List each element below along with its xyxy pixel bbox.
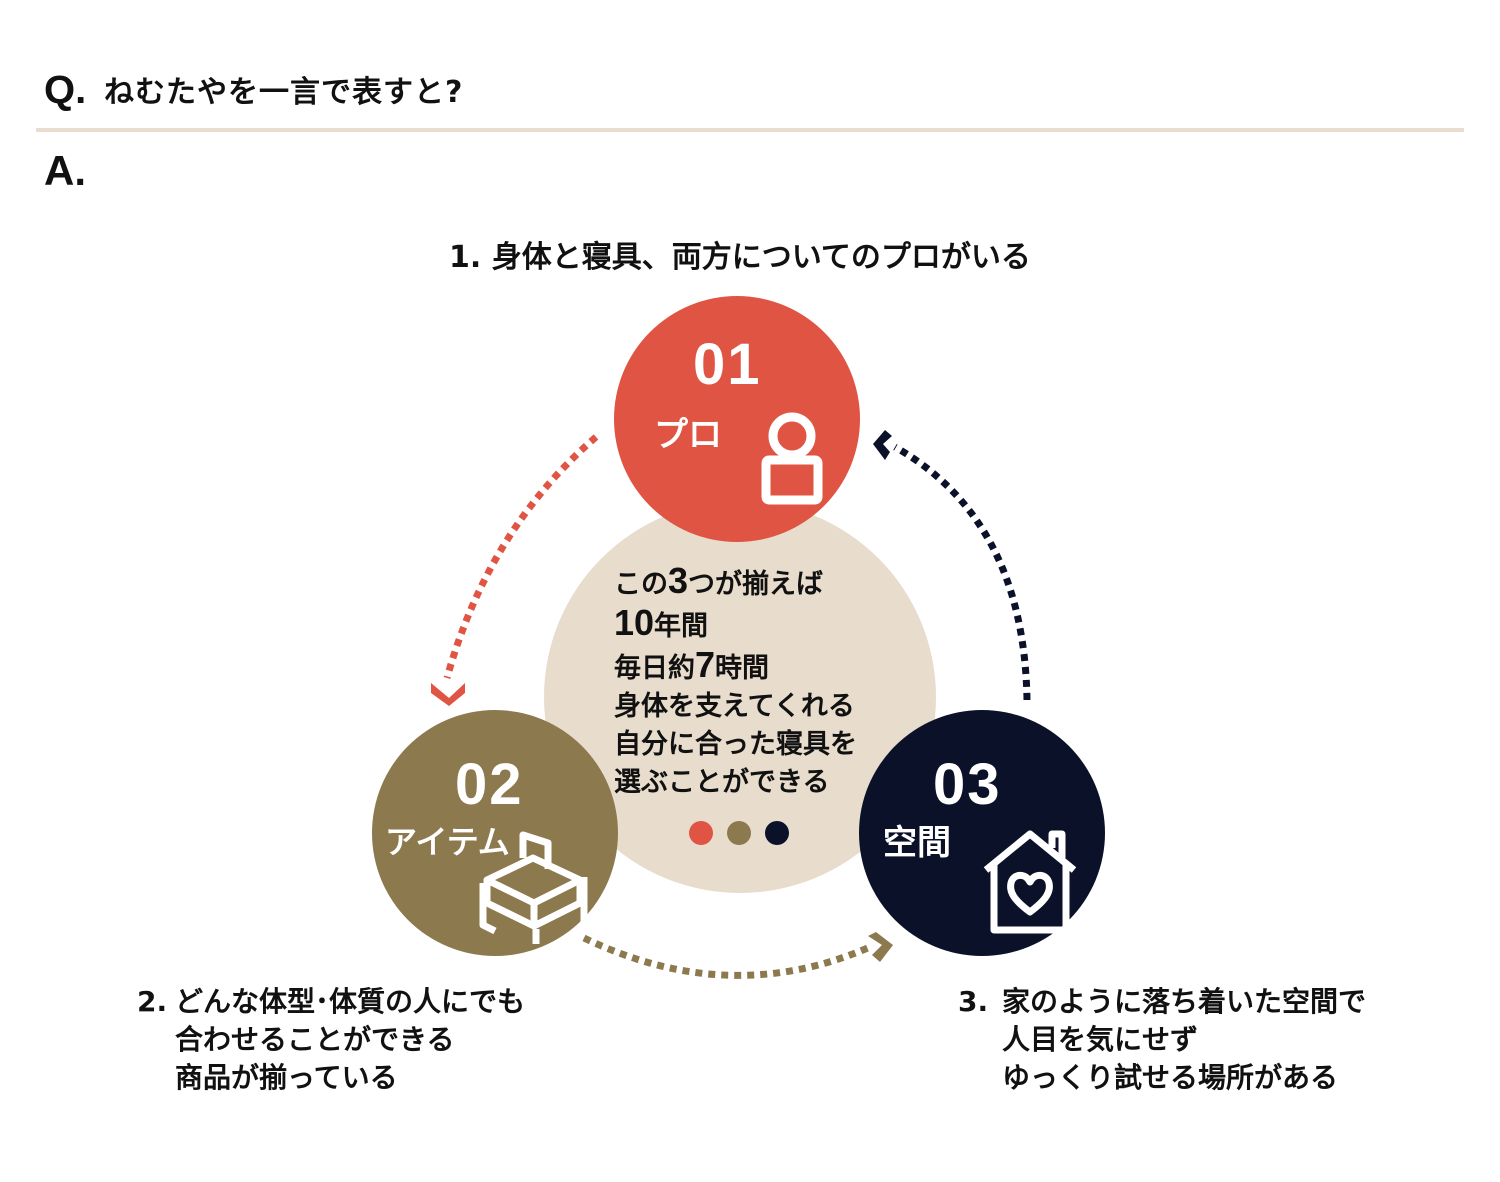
arrow-head-01-to-02	[431, 683, 465, 706]
center-line-1-post: つが揃えば	[688, 569, 824, 600]
point-3-caption: 3. 家のように落ち着いた空間で 人目を気にせず ゆっくり試せる場所がある	[958, 983, 1366, 1097]
center-line-3-post: 時間	[715, 653, 770, 684]
circle-01-number: 01	[693, 332, 762, 397]
point-3-caption-line-3: ゆっくり試せる場所がある	[1002, 1061, 1339, 1094]
center-line-1-pre: この	[614, 569, 668, 600]
center-line-2-post: 年間	[654, 611, 709, 642]
point-2-caption-number: 2.	[137, 985, 168, 1018]
house-heart-icon	[983, 830, 1077, 934]
point-3-caption-line-1: 家のように落ち着いた空間で	[1002, 985, 1367, 1018]
center-text: この3つが揃えば 10年間 毎日約7時間 身体を支えてくれる 自分に合った寝具を…	[614, 562, 857, 802]
circle-03-label: 空間	[883, 823, 951, 863]
answer-label: A.	[44, 147, 86, 194]
point-1-caption-text: 身体と寝具、両方についてのプロがいる	[491, 240, 1031, 275]
center-line-2: 10年間	[614, 604, 857, 646]
center-line-2-num: 10	[614, 602, 655, 643]
arrow-02-to-03	[582, 934, 872, 979]
question-text: ねむたやを一言で表すと?	[104, 75, 464, 110]
person-icon	[761, 412, 823, 505]
point-1-caption: 1. 身体と寝具、両方についてのプロがいる	[449, 240, 1031, 276]
point-3-caption-number: 3.	[958, 985, 989, 1018]
arrow-03-to-01	[893, 443, 1031, 701]
point-2-caption-line-1: どんな体型･体質の人にでも	[175, 985, 526, 1018]
circle-01	[614, 296, 860, 542]
center-line-1: この3つが揃えば	[614, 562, 857, 604]
point-2-caption-line-3: 商品が揃っている	[175, 1061, 398, 1094]
center-line-3-num: 7	[695, 644, 716, 685]
center-circle	[544, 501, 936, 893]
circle-03-number: 03	[933, 752, 1002, 817]
point-2-caption-line-2: 合わせることができる	[175, 1023, 455, 1056]
arrow-01-to-02	[443, 434, 599, 679]
center-line-3-pre: 毎日約	[614, 653, 695, 684]
dot-navy	[765, 821, 789, 845]
circle-02-number: 02	[455, 752, 524, 817]
center-line-5: 自分に合った寝具を	[614, 729, 857, 760]
circle-02-label: アイテム	[385, 823, 510, 861]
dot-olive	[727, 821, 751, 845]
header-divider	[36, 128, 1464, 132]
center-line-1-num: 3	[668, 560, 689, 601]
circle-01-label: プロ	[654, 415, 722, 455]
center-line-4: 身体を支えてくれる	[614, 691, 855, 722]
bed-icon	[479, 831, 588, 944]
question-label: Q.	[44, 68, 87, 112]
point-1-caption-number: 1.	[449, 240, 482, 275]
point-2-caption: 2. どんな体型･体質の人にでも 合わせることができる 商品が揃っている	[137, 983, 525, 1097]
center-line-6: 選ぶことができる	[614, 767, 830, 798]
arrow-head-03-to-01	[873, 430, 892, 460]
arrow-head-02-to-03	[868, 932, 893, 962]
center-line-3: 毎日約7時間	[614, 646, 857, 688]
dot-red	[689, 821, 713, 845]
point-3-caption-line-2: 人目を気にせず	[1002, 1023, 1199, 1056]
